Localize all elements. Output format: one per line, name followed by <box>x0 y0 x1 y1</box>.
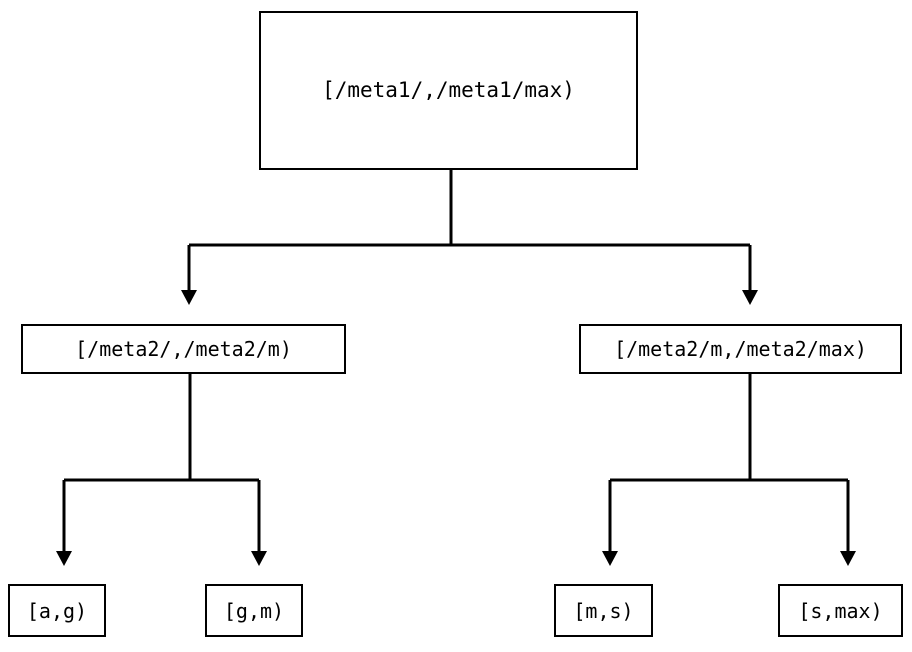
node-leaf-3[interactable]: [s,max) <box>778 584 903 637</box>
arrowhead-to-leaf-1 <box>251 551 267 566</box>
node-root-label: [/meta1/,/meta1/max) <box>322 78 575 102</box>
node-leaf-1-label: [g,m) <box>223 598 285 623</box>
arrowhead-to-leaf-0 <box>56 551 72 566</box>
node-mid-left-label: [/meta2/,/meta2/m) <box>75 337 292 361</box>
arrowhead-to-leaf-3 <box>840 551 856 566</box>
arrowhead-to-mid-left <box>181 290 197 305</box>
node-leaf-0-label: [a,g) <box>26 598 88 623</box>
node-leaf-2[interactable]: [m,s) <box>554 584 653 637</box>
arrowhead-to-mid-right <box>742 290 758 305</box>
node-leaf-2-label: [m,s) <box>573 598 634 623</box>
arrowhead-to-leaf-2 <box>602 551 618 566</box>
node-mid-right-label: [/meta2/m,/meta2/max) <box>614 337 867 361</box>
node-mid-left[interactable]: [/meta2/,/meta2/m) <box>21 324 346 374</box>
node-mid-right[interactable]: [/meta2/m,/meta2/max) <box>579 324 902 374</box>
node-leaf-1[interactable]: [g,m) <box>205 584 303 637</box>
node-leaf-0[interactable]: [a,g) <box>8 584 106 637</box>
node-root[interactable]: [/meta1/,/meta1/max) <box>259 11 638 170</box>
node-leaf-3-label: [s,max) <box>798 598 883 623</box>
